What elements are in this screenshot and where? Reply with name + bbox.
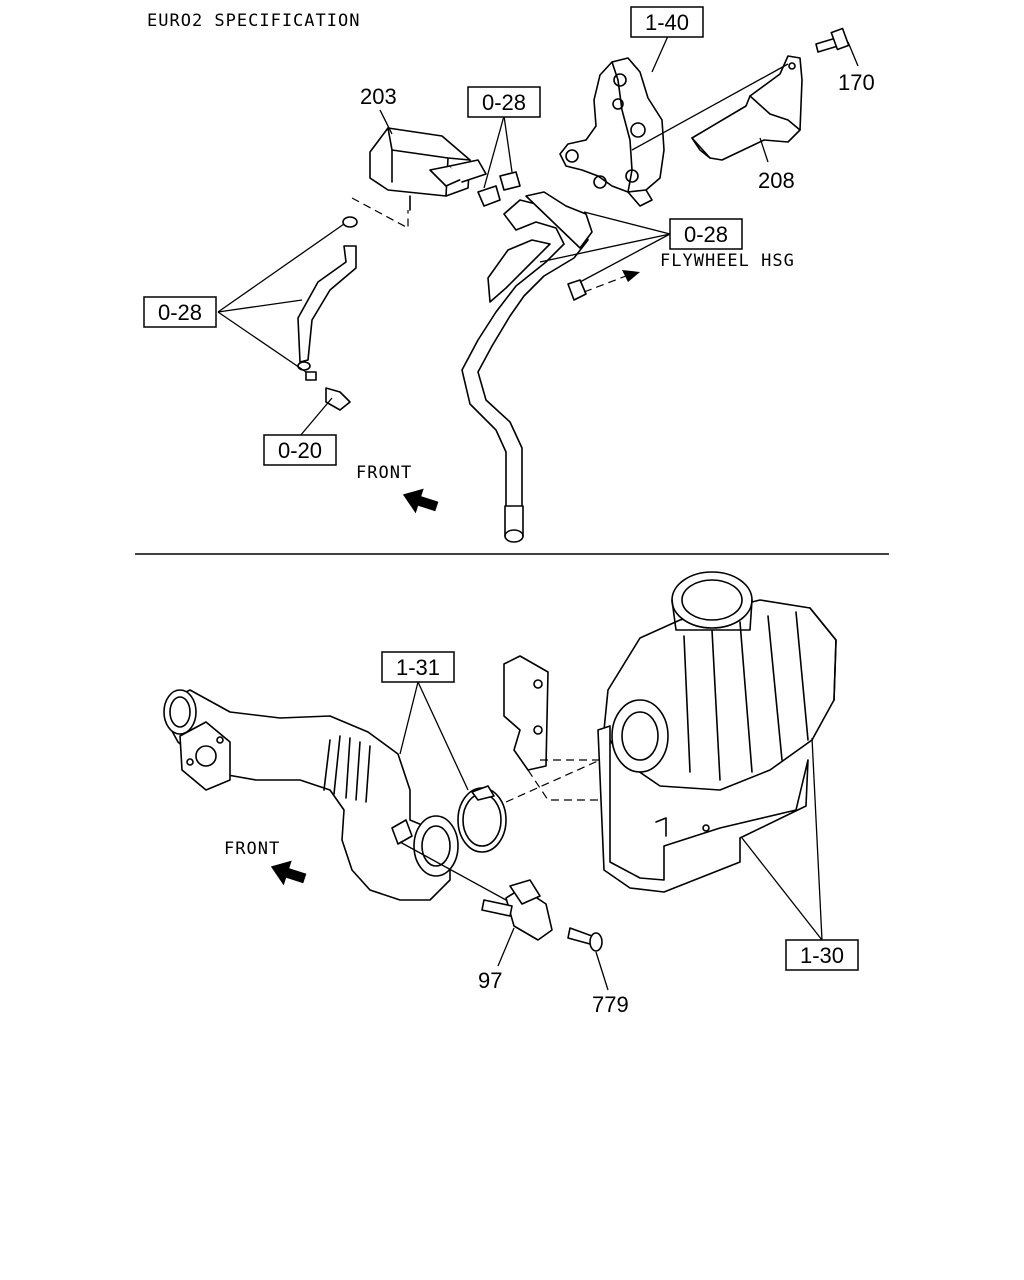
ref-box-0-28-right: 0-28 — [669, 218, 743, 250]
front-note-upper: FRONT — [356, 463, 412, 483]
front-note-lower: FRONT — [224, 839, 280, 859]
flywheel-direction-arrow — [583, 270, 640, 293]
ref-1-31-label: 1-31 — [396, 655, 440, 680]
ref-0-28-left-label: 0-28 — [158, 300, 202, 325]
ref-box-0-28-top: 0-28 — [467, 86, 541, 118]
part-number-203: 203 — [360, 84, 397, 109]
ref-0-28-top-label: 0-28 — [482, 90, 526, 115]
ref-box-1-31: 1-31 — [381, 651, 455, 683]
intake-duct-illustration — [163, 689, 459, 901]
air-cleaner-1-30-illustration — [503, 571, 837, 893]
ref-box-1-40: 1-40 — [630, 6, 704, 38]
ref-0-28-right-label: 0-28 — [684, 222, 728, 247]
vacuum-hose-left-illustration — [297, 216, 358, 411]
air-flow-sensor-97-illustration — [399, 841, 553, 941]
bolt-170-illustration — [815, 27, 859, 67]
lower-section: 1-31 1-30 97 779 FRONT — [163, 571, 859, 1017]
engine-bracket-illustration — [559, 57, 665, 207]
ref-0-20-label: 0-20 — [278, 438, 322, 463]
pressure-sensor-203-illustration — [351, 127, 487, 230]
hose-clips-illustration — [477, 171, 587, 301]
front-arrow-icon-upper — [402, 488, 439, 514]
ref-box-0-20: 0-20 — [263, 434, 337, 466]
long-breather-hose-illustration — [461, 191, 593, 543]
ref-1-30-label: 1-30 — [800, 943, 844, 968]
part-number-779: 779 — [592, 992, 629, 1017]
flywheel-hsg-note: FLYWHEEL HSG — [660, 251, 795, 271]
ref-1-40-label: 1-40 — [645, 10, 689, 35]
part-number-208: 208 — [758, 168, 795, 193]
front-arrow-icon-lower — [270, 860, 307, 886]
ref-box-1-30: 1-30 — [785, 939, 859, 971]
upper-section: 1-40 0-28 0-28 0-28 0-20 203 170 208 FLY… — [143, 6, 875, 543]
ref-box-0-28-left: 0-28 — [143, 296, 217, 328]
screw-779-illustration — [567, 927, 603, 952]
part-number-170: 170 — [838, 70, 875, 95]
part-number-97: 97 — [478, 968, 502, 993]
stay-bracket-208-illustration — [631, 55, 803, 161]
hose-clamp-illustration — [457, 785, 507, 853]
diagram-title: EURO2 SPECIFICATION — [147, 11, 360, 31]
